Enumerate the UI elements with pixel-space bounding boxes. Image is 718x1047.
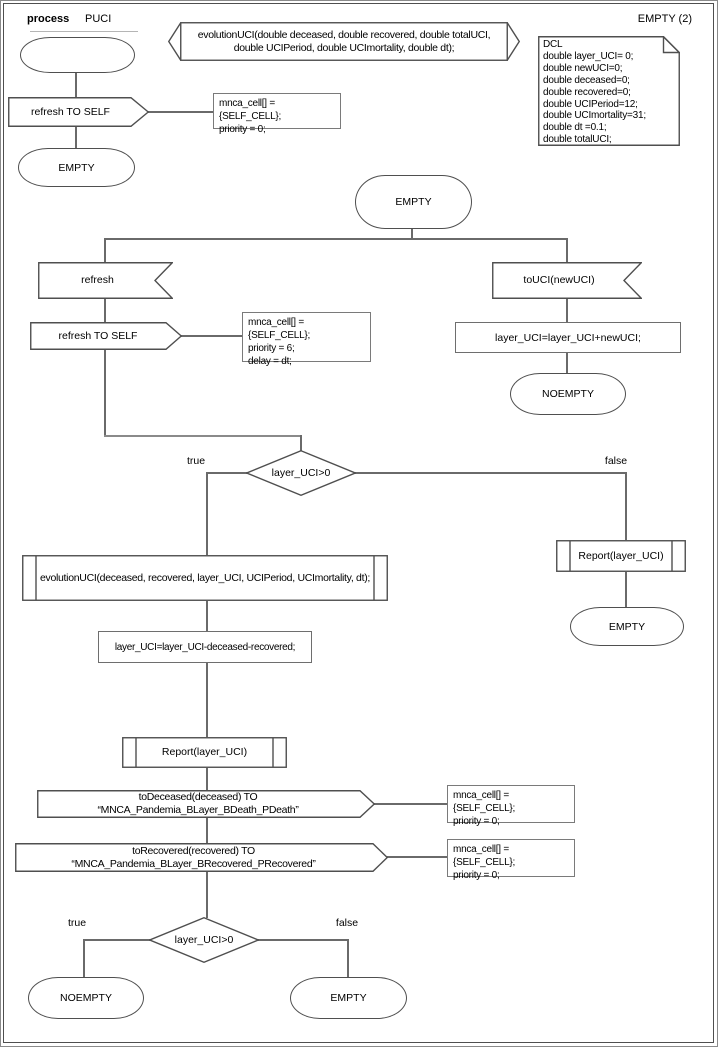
task-add-newuci[interactable]: layer_UCI=layer_UCI+newUCI; [455, 322, 681, 353]
dcl-line: double layer_UCI= 0; [543, 50, 634, 62]
connector-line [181, 335, 242, 337]
connector-line [566, 299, 568, 322]
dcl-line: double newUCI=0; [543, 62, 623, 74]
signal-output-label: refresh TO SELF [31, 105, 110, 118]
procedure-call-label: Report(layer_UCI) [161, 746, 248, 759]
signal-output-torecovered[interactable]: toRecovered(recovered) TO “MNCA_Pandemia… [15, 843, 388, 872]
signal-output-label: refresh TO SELF [58, 329, 138, 342]
connector-line [258, 939, 348, 941]
connector-line [207, 472, 247, 474]
connector-line [75, 71, 77, 97]
comment-mnca-priority0-recovered[interactable]: mnca_cell[] = {SELF_CELL}; priority = 0; [447, 839, 575, 881]
connector-line [566, 238, 568, 262]
signal-output-label: toDeceased(deceased) TO “MNCA_Pandemia_B… [97, 791, 299, 816]
connector-line [206, 818, 208, 843]
process-name: PUCI [85, 13, 112, 25]
comment-mnca-priority6-delay[interactable]: mnca_cell[] = {SELF_CELL}; priority = 6;… [242, 312, 371, 367]
signal-input-touci[interactable]: toUCI(newUCI) [492, 262, 642, 299]
dcl-line: double UCIPeriod=12; [543, 98, 638, 110]
connector-line [374, 803, 447, 805]
signal-output-refresh-to-self-1[interactable]: refresh TO SELF [8, 97, 149, 127]
connector-line [104, 435, 301, 437]
state-empty-false-branch[interactable]: EMPTY [570, 607, 684, 646]
header-underline [30, 31, 138, 32]
decision-layer-uci-1[interactable]: layer_UCI>0 [246, 450, 356, 496]
procedure-declaration-symbol[interactable]: evolutionUCI(double deceased, double rec… [168, 22, 520, 61]
connector-line [104, 238, 106, 262]
state-empty-main[interactable]: EMPTY [355, 175, 472, 229]
connector-line [355, 472, 626, 474]
connector-line [206, 872, 208, 918]
dcl-line: double deceased=0; [543, 74, 630, 86]
signal-output-todeceased[interactable]: toDeceased(deceased) TO “MNCA_Pandemia_B… [37, 790, 375, 818]
page-name-label: EMPTY (2) [637, 13, 692, 25]
procedure-call-label: Report(layer_UCI) [578, 549, 664, 562]
branch-label-true-1: true [186, 455, 206, 467]
start-symbol[interactable] [20, 37, 135, 73]
dcl-text-symbol[interactable]: DCL double layer_UCI= 0; double newUCI=0… [538, 36, 680, 146]
dcl-line: DCL [543, 39, 563, 50]
connector-line [625, 572, 627, 607]
branch-label-false-2: false [335, 917, 359, 929]
decision-layer-uci-2[interactable]: layer_UCI>0 [149, 917, 259, 963]
connector-line [206, 601, 208, 631]
page-inner-border [3, 3, 714, 1043]
signal-input-label: refresh [81, 274, 114, 287]
connector-line [104, 350, 106, 436]
dcl-line: double totalUCI; [543, 134, 612, 146]
dcl-line: double UCImortality=31; [543, 110, 646, 122]
connector-line [84, 939, 150, 941]
decision-condition: layer_UCI>0 [271, 466, 331, 479]
connector-line [625, 472, 627, 540]
signal-input-label: toUCI(newUCI) [523, 274, 595, 287]
procedure-declaration-line1: evolutionUCI(double deceased, double rec… [197, 28, 491, 41]
state-noempty-touci[interactable]: NOEMPTY [510, 373, 626, 415]
state-empty-start[interactable]: EMPTY [18, 148, 135, 187]
connector-line [300, 435, 302, 452]
connector-line [148, 111, 213, 113]
procedure-call-label: evolutionUCI(deceased, recovered, layer_… [39, 571, 371, 584]
procedure-call-report-right[interactable]: Report(layer_UCI) [556, 540, 686, 572]
task-subtract-deceased-recovered[interactable]: layer_UCI=layer_UCI-deceased-recovered; [98, 631, 312, 663]
connector-line [83, 939, 85, 977]
branch-label-true-2: true [67, 917, 87, 929]
dcl-line: double recovered=0; [543, 86, 631, 98]
connector-line [104, 299, 106, 322]
branch-label-false-1: false [604, 455, 628, 467]
connector-line [387, 856, 447, 858]
signal-output-label: toRecovered(recovered) TO “MNCA_Pandemia… [71, 844, 316, 870]
comment-mnca-priority0-deceased[interactable]: mnca_cell[] = {SELF_CELL}; priority = 0; [447, 785, 575, 827]
decision-condition: layer_UCI>0 [174, 933, 234, 946]
signal-input-refresh[interactable]: refresh [38, 262, 173, 299]
procedure-call-evolutionuci[interactable]: evolutionUCI(deceased, recovered, layer_… [22, 555, 388, 601]
connector-line [411, 227, 413, 239]
procedure-declaration-line2: double UCIPeriod, double UCImortality, d… [233, 41, 455, 54]
comment-mnca-priority-start[interactable]: mnca_cell[] = {SELF_CELL}; priority = 0; [213, 93, 341, 135]
connector-line [347, 939, 349, 977]
state-empty-bottom[interactable]: EMPTY [290, 977, 407, 1019]
connector-line [566, 351, 568, 373]
connector-line [206, 472, 208, 555]
connector-line [104, 238, 568, 240]
dcl-line: double dt =0.1; [543, 122, 607, 134]
signal-output-refresh-to-self-2[interactable]: refresh TO SELF [30, 322, 182, 350]
connector-line [75, 127, 77, 148]
state-noempty-bottom[interactable]: NOEMPTY [28, 977, 144, 1019]
procedure-call-report-left[interactable]: Report(layer_UCI) [122, 737, 287, 768]
connector-line [206, 768, 208, 790]
connector-line [206, 661, 208, 737]
process-keyword: process [27, 13, 70, 25]
